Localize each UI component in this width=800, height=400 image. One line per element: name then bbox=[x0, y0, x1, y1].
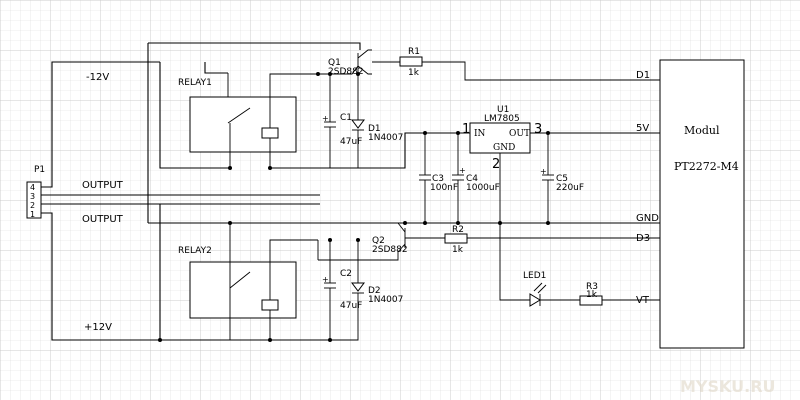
relay2-body bbox=[189, 261, 297, 319]
relay2-coil bbox=[261, 299, 279, 311]
d1-ref: D1 bbox=[368, 124, 381, 134]
c1-plus: + bbox=[322, 114, 329, 123]
relay2-label: RELAY2 bbox=[178, 246, 212, 256]
q2-part: 2SD882 bbox=[372, 245, 408, 255]
connector-wires bbox=[41, 61, 330, 341]
u1-pin-in: IN bbox=[474, 129, 486, 139]
module-pin-gnd: GND bbox=[636, 213, 659, 224]
resistor-r3: R3 1k bbox=[579, 282, 660, 306]
connector-pin-1: 1 bbox=[30, 210, 35, 219]
connector-pin-3: 3 bbox=[30, 192, 35, 201]
c1-value: 47uF bbox=[340, 137, 362, 147]
module-pin-d1: D1 bbox=[636, 70, 650, 81]
u1-pin-out: OUT bbox=[509, 129, 530, 139]
relay1-body bbox=[189, 96, 297, 153]
c3-value: 100nF bbox=[430, 183, 458, 193]
r3-value: 1k bbox=[586, 290, 598, 300]
c2-plus: + bbox=[322, 275, 329, 284]
relay2: RELAY2 bbox=[158, 204, 318, 342]
rail-label-pos12: +12V bbox=[84, 322, 112, 333]
r2-ref: R2 bbox=[452, 225, 464, 235]
r2-value: 1k bbox=[452, 245, 464, 255]
r3-body bbox=[579, 295, 603, 306]
module-pt2272: Modul PT2272-M4 bbox=[659, 59, 745, 349]
c2-ref: C2 bbox=[340, 269, 352, 279]
regulator-u1: U1 LM7805 IN OUT GND 1 3 2 bbox=[462, 105, 660, 223]
q2-ref: Q2 bbox=[372, 236, 385, 246]
transistor-q1: Q1 2SD882 bbox=[318, 49, 400, 77]
module-pin-vt: VT bbox=[636, 295, 650, 306]
connector-p1: P1 4 3 2 1 bbox=[26, 165, 45, 219]
rail-label-output1: OUTPUT bbox=[82, 180, 124, 191]
diode-d2: D2 1N4007 bbox=[330, 240, 403, 341]
capacitor-c5: + C5 220uF bbox=[540, 133, 584, 223]
led1: LED1 bbox=[499, 223, 580, 307]
c5-ref: C5 bbox=[556, 174, 568, 184]
capacitor-c1: C1 47uF + bbox=[322, 74, 362, 168]
q1-part: 2SD882 bbox=[328, 67, 364, 77]
c4-plus: + bbox=[459, 166, 466, 175]
resistor-r1: R1 1k bbox=[399, 47, 660, 81]
resistor-r2: R2 1k bbox=[444, 225, 660, 255]
r3-ref: R3 bbox=[586, 282, 598, 292]
module-pin-d3: D3 bbox=[636, 233, 650, 244]
capacitor-c4: + C4 1000uF bbox=[452, 133, 500, 223]
relay1-coil bbox=[261, 127, 279, 139]
u1-pin-gnd: GND bbox=[493, 143, 515, 153]
u1-num-gnd: 2 bbox=[492, 157, 500, 172]
u1-num-in: 1 bbox=[462, 122, 470, 137]
c5-plus: + bbox=[540, 167, 547, 176]
rail-label-output2: OUTPUT bbox=[82, 214, 124, 225]
connector-ref: P1 bbox=[34, 165, 45, 175]
module-pin-5v: 5V bbox=[636, 123, 649, 134]
module-part: PT2272-M4 bbox=[674, 160, 739, 173]
c5-value: 220uF bbox=[556, 183, 584, 193]
connector-pin-4: 4 bbox=[30, 183, 35, 192]
rail-label-neg12: -12V bbox=[86, 72, 109, 83]
q1-ref: Q1 bbox=[328, 58, 341, 68]
d2-part: 1N4007 bbox=[368, 295, 403, 305]
u1-body bbox=[469, 122, 531, 154]
c4-ref: C4 bbox=[466, 174, 478, 184]
r2-body bbox=[444, 233, 468, 244]
c1-ref: C1 bbox=[340, 113, 352, 123]
module-title: Modul bbox=[684, 124, 720, 137]
connector-pin-2: 2 bbox=[30, 201, 35, 210]
u1-ref: U1 bbox=[497, 105, 509, 115]
r1-body bbox=[399, 56, 423, 67]
c2-value: 47uF bbox=[340, 301, 362, 311]
capacitor-c3: C3 100nF bbox=[419, 133, 458, 223]
c3-ref: C3 bbox=[432, 174, 444, 184]
c4-value: 1000uF bbox=[466, 183, 500, 193]
module-body bbox=[659, 59, 745, 349]
relay1: RELAY1 bbox=[159, 62, 330, 170]
capacitor-c2: C2 47uF + bbox=[322, 240, 362, 340]
u1-num-out: 3 bbox=[534, 122, 542, 137]
d2-ref: D2 bbox=[368, 286, 381, 296]
d1-part: 1N4007 bbox=[368, 133, 403, 143]
r1-ref: R1 bbox=[408, 47, 420, 57]
connector-body bbox=[26, 181, 42, 219]
r1-value: 1k bbox=[408, 68, 420, 78]
led1-ref: LED1 bbox=[523, 271, 546, 281]
relay1-label: RELAY1 bbox=[178, 78, 212, 88]
watermark: MYSKU.RU bbox=[680, 377, 776, 396]
u1-part: LM7805 bbox=[484, 114, 520, 124]
